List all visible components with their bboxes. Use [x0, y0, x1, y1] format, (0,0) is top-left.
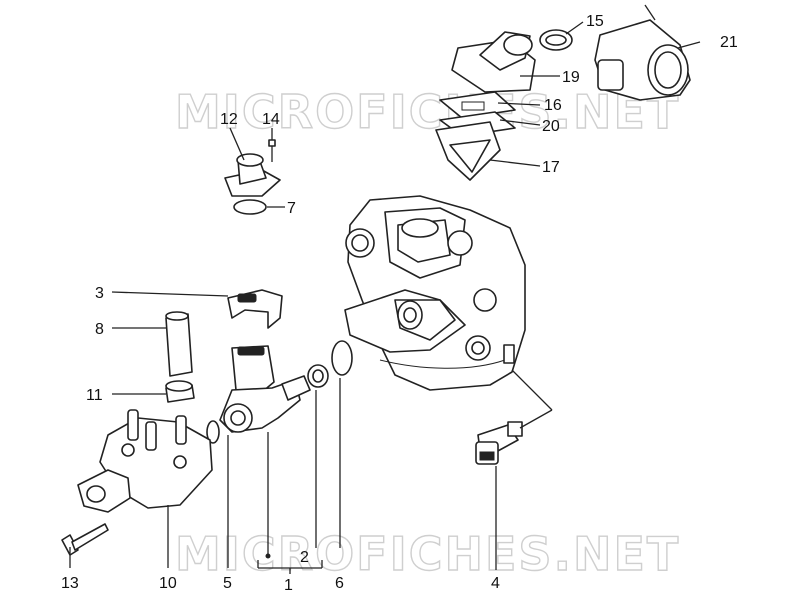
part-17-reed-valve	[435, 121, 501, 181]
part-11-cap	[165, 380, 195, 403]
part-19-intake-manifold	[451, 31, 536, 93]
callout-20: 20	[542, 118, 560, 135]
callout-8: 8	[95, 321, 104, 338]
callout-1: 1	[284, 577, 293, 594]
part-16-gasket	[439, 91, 516, 119]
watermark-top: MICROFICHES.NET	[175, 85, 680, 139]
part-7-o-ring	[233, 199, 267, 215]
callout-3: 3	[95, 285, 104, 302]
part-5-o-ring	[206, 420, 220, 444]
callout-10: 10	[159, 575, 177, 592]
callout-21: 21	[720, 34, 738, 51]
callout-15: 15	[586, 13, 604, 30]
callout-4: 4	[491, 575, 500, 592]
cylinder-head	[344, 195, 526, 391]
callout-7: 7	[287, 200, 296, 217]
part-14-screw	[268, 139, 276, 162]
callout-13: 13	[61, 575, 79, 592]
part-10-water-manifold	[77, 409, 213, 513]
callout-11: 11	[86, 387, 103, 404]
part-21-carburettor	[594, 4, 691, 101]
part-13-bolt	[61, 523, 109, 556]
callout-5: 5	[223, 575, 232, 592]
part-1-water-pump	[219, 345, 311, 433]
callout-2: 2	[300, 549, 309, 566]
watermark-bottom: MICROFICHES.NET	[175, 527, 680, 581]
callout-6: 6	[335, 575, 344, 592]
callout-14: 14	[262, 111, 280, 128]
part-15-hose-clamp	[539, 29, 573, 51]
callout-17: 17	[542, 159, 560, 176]
part-8-hose	[165, 311, 193, 377]
callout-16: 16	[544, 97, 562, 114]
leader-lines	[69, 21, 701, 574]
part-4-temperature-sensor	[475, 421, 523, 465]
part-12-thermostat-housing	[224, 153, 281, 197]
part-2-fitting	[307, 364, 329, 388]
part-3-clip	[227, 289, 283, 329]
callout-12: 12	[220, 111, 238, 128]
part-6-o-ring	[331, 340, 353, 376]
callout-19: 19	[562, 69, 580, 86]
